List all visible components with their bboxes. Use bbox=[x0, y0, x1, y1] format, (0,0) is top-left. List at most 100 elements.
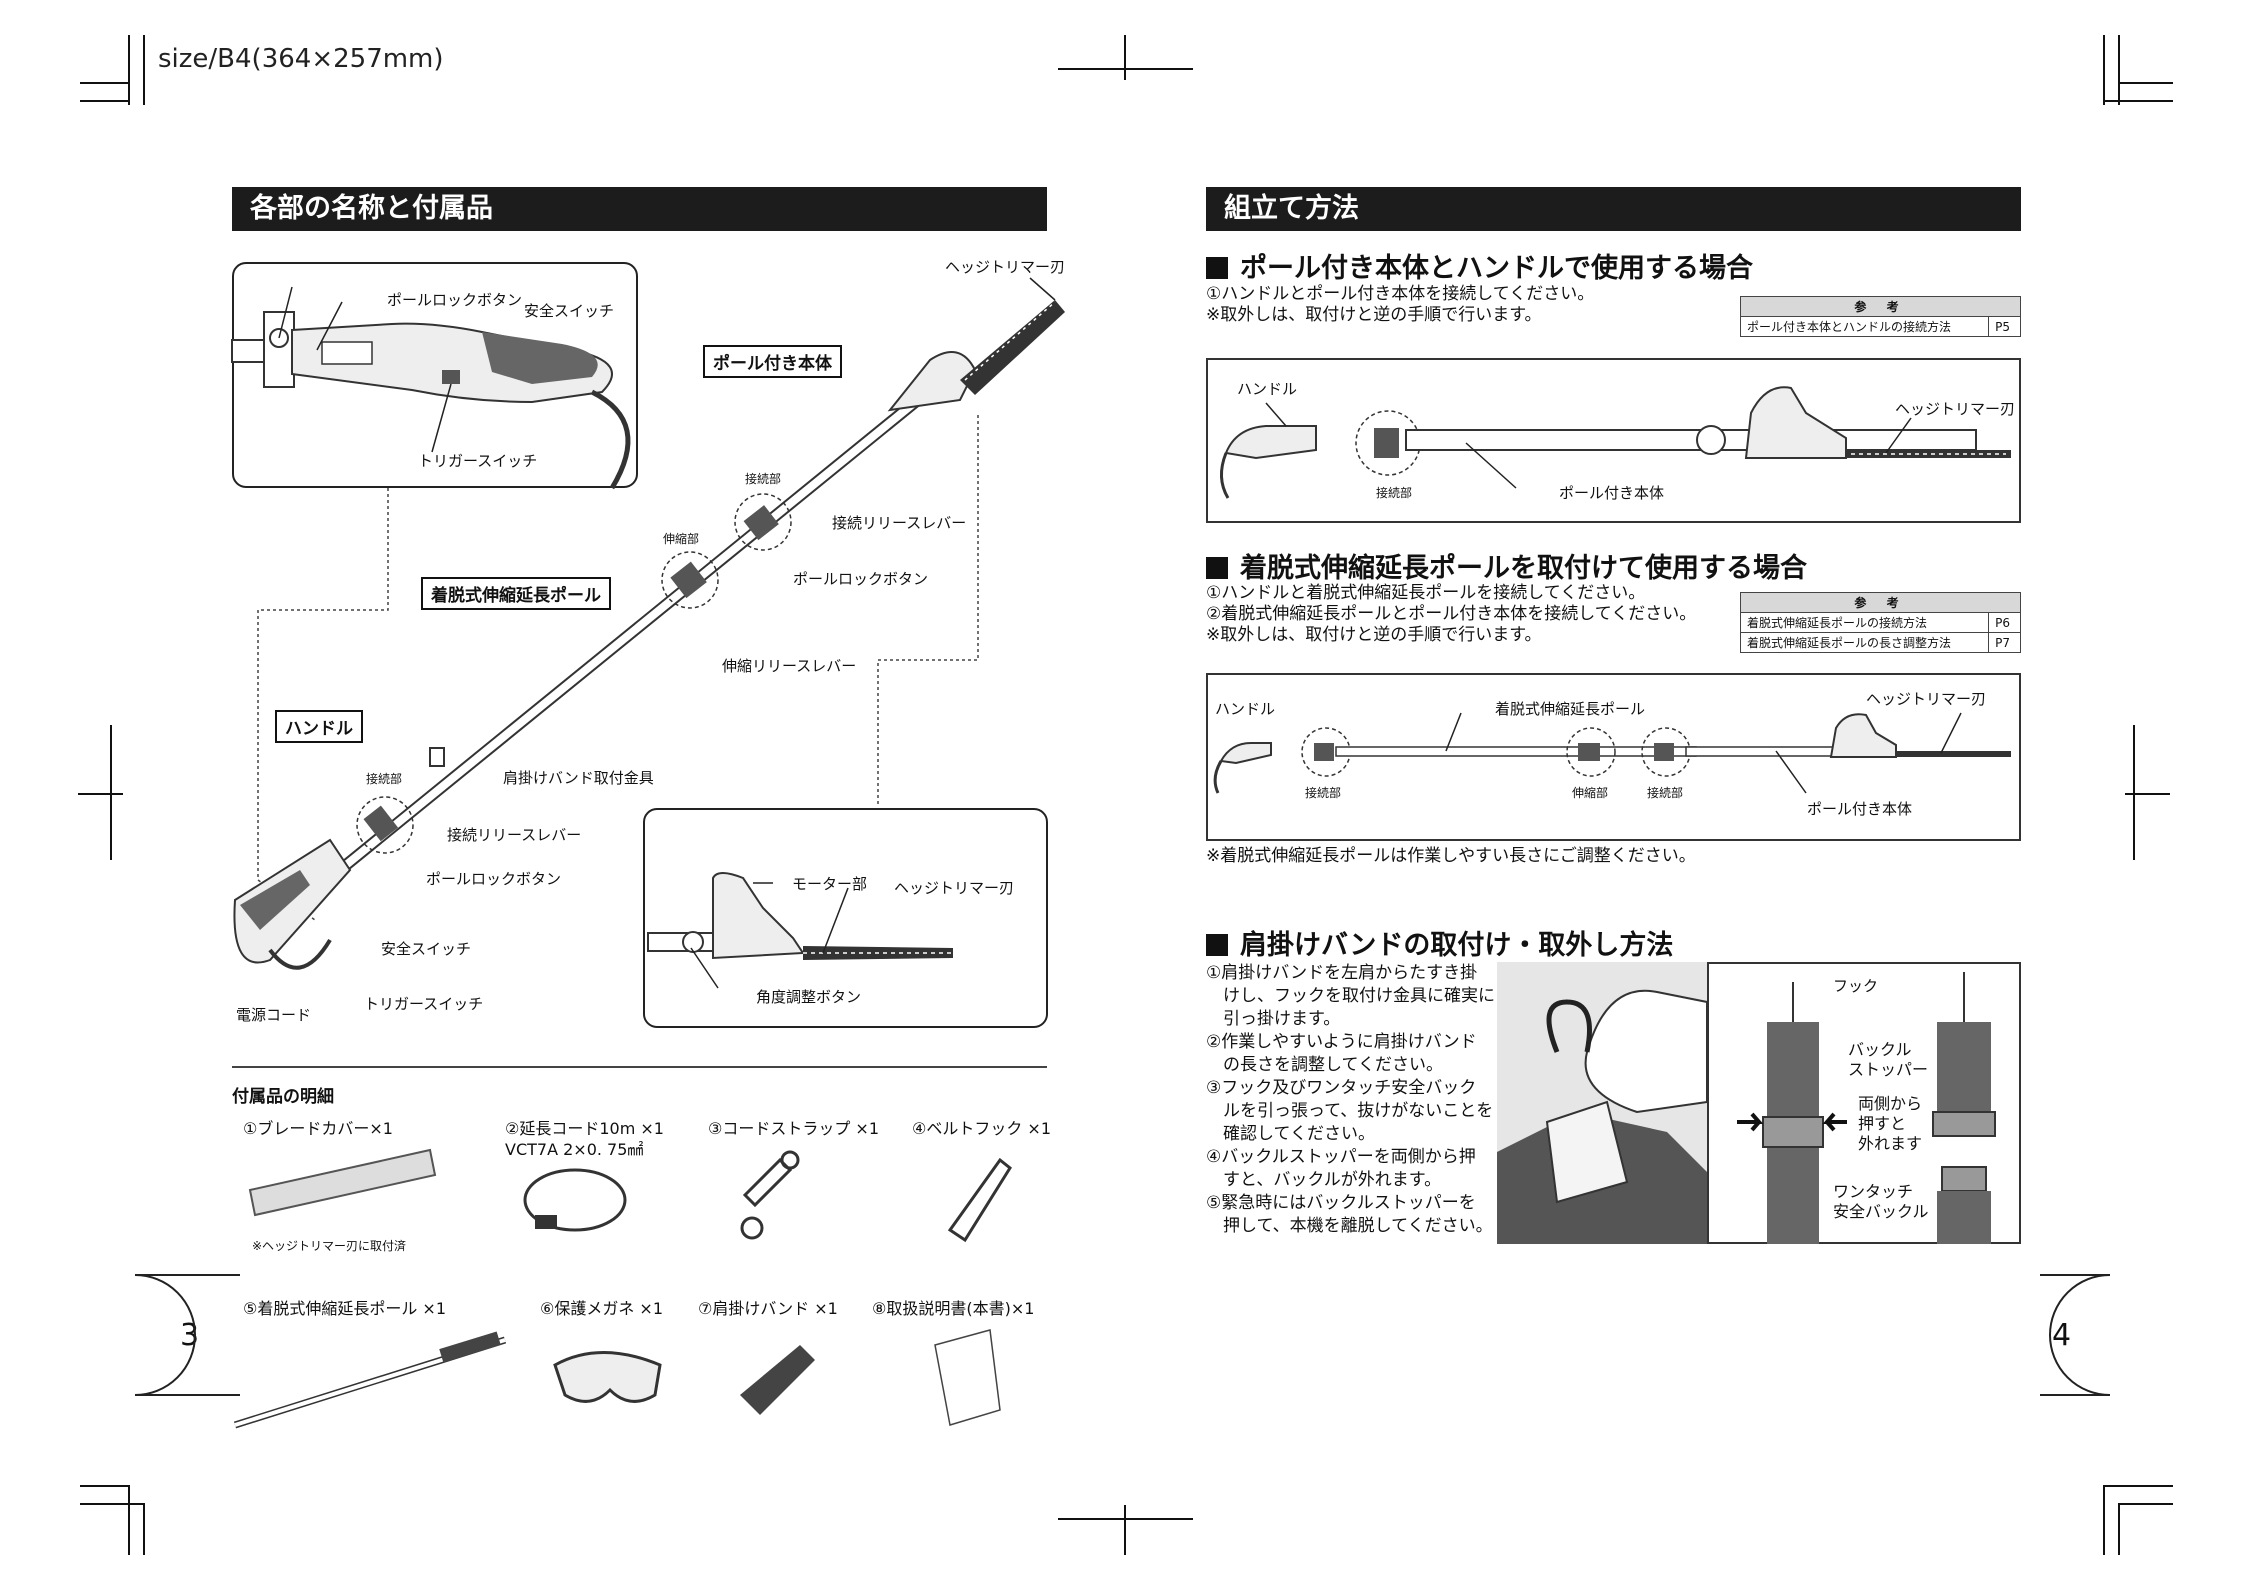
label-blade-2: ヘッジトリマー刃 bbox=[1866, 690, 1987, 708]
label-safety-switch: 安全スイッチ bbox=[381, 940, 472, 958]
crop-mark bbox=[2103, 100, 2173, 102]
label-buckle-stopper: バックル ストッパー bbox=[1848, 1040, 1929, 1079]
size-label: size/B4(364×257mm) bbox=[158, 44, 444, 74]
label-blade: ヘッジトリマー刃 bbox=[1895, 400, 2016, 418]
crop-mark bbox=[143, 1503, 145, 1555]
accessory-label: ⑦肩掛けバンド ×1 bbox=[698, 1299, 838, 1318]
subsection-title-3: 肩掛けバンドの取付け・取外し方法 bbox=[1206, 923, 1673, 962]
label-joint: 接続部 bbox=[1376, 486, 1413, 500]
accessory-label: ①ブレードカバー×1 bbox=[243, 1119, 393, 1138]
crop-mark bbox=[2125, 793, 2170, 795]
crop-mark bbox=[80, 100, 130, 102]
label-motor: モーター部 bbox=[792, 875, 868, 893]
accessory-label: ⑥保護メガネ ×1 bbox=[540, 1299, 664, 1318]
label-hedge-blade-top: ヘッジトリマー刃 bbox=[945, 258, 1066, 276]
label-trigger: トリガースイッチ bbox=[364, 995, 484, 1013]
crop-mark bbox=[2103, 1485, 2105, 1555]
diagram-pole-handle bbox=[1220, 386, 2011, 499]
label-inset-safety-switch: 安全スイッチ bbox=[524, 302, 615, 320]
label-pole-body-2: ポール付き本体 bbox=[1807, 800, 1913, 818]
label-joint1-lock: ポールロックボタン bbox=[793, 570, 929, 588]
crop-mark bbox=[2118, 1503, 2173, 1505]
crop-mark bbox=[2118, 1503, 2120, 1555]
label-joint2: 接続部 bbox=[366, 772, 403, 786]
tag-extension-pole: 着脱式伸縮延長ポール bbox=[421, 577, 611, 610]
divider bbox=[232, 1066, 1047, 1068]
label-buckle: ワンタッチ 安全バックル bbox=[1833, 1182, 1929, 1221]
diagram-extension-pole bbox=[1213, 712, 2011, 794]
crop-mark bbox=[1124, 1505, 1126, 1555]
label-telescope-release: 伸縮リリースレバー bbox=[722, 657, 857, 675]
label-telescope: 伸縮部 bbox=[663, 532, 700, 546]
accessory-label: ⑧取扱説明書(本書)×1 bbox=[872, 1299, 1035, 1318]
label-pole-body: ポール付き本体 bbox=[1559, 484, 1665, 502]
diagram-box-1 bbox=[1206, 358, 2021, 523]
section-header-assembly: 組立て方法 bbox=[1206, 187, 2021, 231]
footnote-extension: ※着脱式伸縮延長ポールは作業しやすい長さにご調整ください。 bbox=[1206, 846, 1696, 866]
label-joint-a: 接続部 bbox=[1305, 786, 1342, 800]
label-angle-button: 角度調整ボタン bbox=[756, 988, 862, 1006]
subsection-notes-2: ①ハンドルと着脱式伸縮延長ポールを接続してください。 ②着脱式伸縮延長ポールとポ… bbox=[1206, 583, 1697, 645]
section-header-parts: 各部の名称と付属品 bbox=[232, 187, 1047, 231]
accessory-label: ③コードストラップ ×1 bbox=[708, 1119, 880, 1138]
inset-handle-drawing bbox=[231, 286, 631, 490]
crop-mark bbox=[1124, 35, 1126, 80]
crop-mark bbox=[78, 793, 123, 795]
square-bullet-icon bbox=[1206, 557, 1228, 579]
accessories-title: 付属品の明細 bbox=[232, 1087, 334, 1107]
label-power-cord: 電源コード bbox=[236, 1006, 312, 1024]
label-joint1-release: 接続リリースレバー bbox=[832, 514, 967, 532]
label-hook: フック bbox=[1833, 977, 1879, 995]
crop-mark bbox=[2103, 35, 2105, 105]
crop-mark bbox=[128, 35, 130, 105]
label-joint2-lock: ポールロックボタン bbox=[426, 870, 562, 888]
crop-mark bbox=[2103, 1485, 2173, 1487]
crop-mark bbox=[2118, 35, 2120, 105]
shoulder-band-drawing bbox=[1497, 962, 1996, 1244]
crop-mark bbox=[80, 82, 130, 84]
tag-pole-main-body: ポール付き本体 bbox=[703, 345, 842, 378]
label-inset-pole-lock: ポールロックボタン bbox=[387, 291, 523, 309]
label-joint-b: 接続部 bbox=[1647, 786, 1684, 800]
crop-mark bbox=[2118, 82, 2173, 84]
crop-mark bbox=[80, 1485, 130, 1487]
accessory-label: ②延長コード10m ×1 VCT7A 2×0. 75㎟ bbox=[505, 1119, 664, 1159]
page-number-right: 4 bbox=[2052, 1318, 2072, 1353]
accessory-label: ④ベルトフック ×1 bbox=[912, 1119, 1052, 1138]
subsection-title-2: 着脱式伸縮延長ポールを取付けて使用する場合 bbox=[1206, 546, 1807, 585]
label-joint1: 接続部 bbox=[745, 472, 782, 486]
accessory-note: ※ヘッジトリマー刃に取付済 bbox=[252, 1239, 407, 1253]
diagram-box-2 bbox=[1206, 673, 2021, 841]
label-handle: ハンドル bbox=[1237, 380, 1298, 398]
label-shoulder-fitting: 肩掛けバンド取付金具 bbox=[503, 769, 654, 787]
label-ext-pole: 着脱式伸縮延長ポール bbox=[1495, 700, 1646, 718]
crop-mark bbox=[110, 725, 112, 860]
accessory-label: ⑤着脱式伸縮延長ポール ×1 bbox=[243, 1299, 447, 1318]
label-joint2-release: 接続リリースレバー bbox=[447, 826, 582, 844]
label-handle-2: ハンドル bbox=[1215, 700, 1276, 718]
crop-mark bbox=[2133, 725, 2135, 860]
inset-motor-detail bbox=[643, 808, 1048, 1028]
subsection-notes-1: ①ハンドルとポール付き本体を接続してください。 ※取外しは、取付けと逆の手順で行… bbox=[1206, 284, 1595, 325]
inset-handle-detail bbox=[232, 262, 638, 488]
label-hedge-blade-inset: ヘッジトリマー刃 bbox=[894, 879, 1015, 897]
subsection-title-1: ポール付き本体とハンドルで使用する場合 bbox=[1206, 246, 1753, 285]
label-press-both-sides: 両側から 押すと 外れます bbox=[1858, 1094, 1923, 1153]
crop-mark bbox=[80, 1503, 145, 1505]
inset-motor-drawing bbox=[647, 872, 953, 989]
label-inset-trigger: トリガースイッチ bbox=[418, 452, 538, 470]
label-telescope-2: 伸縮部 bbox=[1572, 786, 1609, 800]
crop-mark bbox=[143, 35, 145, 105]
shoulder-band-steps: ①肩掛けバンドを左肩からたすき掛 けし、フックを取付け金具に確実に 引っ掛けます… bbox=[1206, 963, 1495, 1236]
tag-handle: ハンドル bbox=[275, 710, 363, 743]
square-bullet-icon bbox=[1206, 934, 1228, 956]
square-bullet-icon bbox=[1206, 257, 1228, 279]
crop-mark bbox=[128, 1485, 130, 1555]
